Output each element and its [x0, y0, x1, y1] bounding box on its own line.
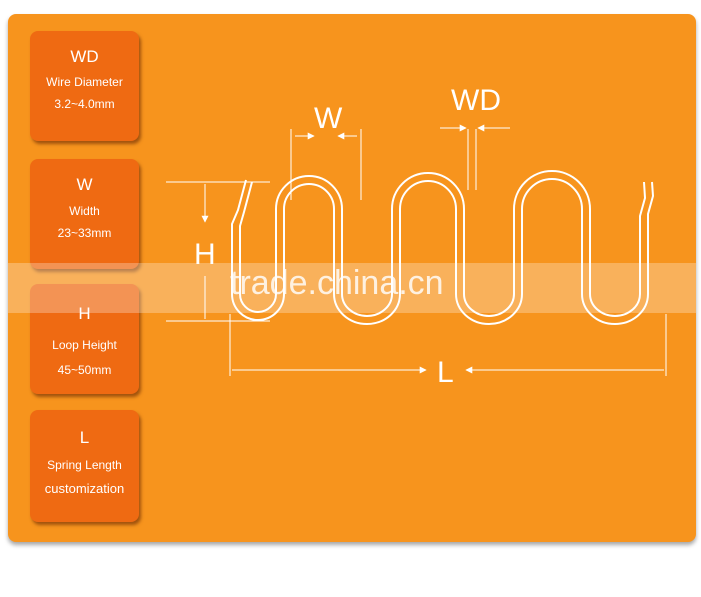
spring-length-card: L Spring Length customization — [30, 410, 139, 522]
card-value: 23~33mm — [57, 226, 112, 240]
card-code: L — [79, 428, 90, 447]
card-label: Wire Diameter — [46, 75, 123, 89]
w-dimension: W — [290, 102, 362, 200]
card-value: 45~50mm — [57, 363, 112, 377]
card-label: Loop Height — [52, 338, 117, 352]
card-label: Width — [69, 204, 100, 218]
card-value: customization — [44, 481, 125, 496]
width-card: W Width 23~33mm — [30, 159, 139, 269]
spec-panel: WD Wire Diameter 3.2~4.0mm W Width 23~33… — [8, 14, 696, 542]
w-label: W — [314, 102, 343, 135]
watermark: trade.china.cn — [230, 264, 444, 302]
card-code: W — [76, 175, 93, 194]
card-code: WD — [70, 47, 99, 66]
card-code: H — [78, 304, 91, 323]
watermark-band — [8, 263, 696, 313]
spring-wire — [231, 170, 654, 325]
h-dimension: H — [166, 181, 270, 322]
l-dimension: L — [229, 314, 667, 389]
l-label: L — [437, 356, 454, 389]
card-value: 3.2~4.0mm — [54, 97, 115, 111]
h-label: H — [194, 238, 216, 271]
wd-label: WD — [451, 84, 501, 117]
spring-diagram: W WD H L — [166, 84, 667, 389]
spring-outline-outer — [231, 178, 654, 325]
spring-outline-inner — [239, 170, 646, 317]
wd-dimension: WD — [440, 84, 510, 190]
loop-height-card: H Loop Height 45~50mm — [30, 284, 139, 394]
wire-diameter-card: WD Wire Diameter 3.2~4.0mm — [30, 31, 139, 141]
card-label: Spring Length — [47, 458, 122, 472]
